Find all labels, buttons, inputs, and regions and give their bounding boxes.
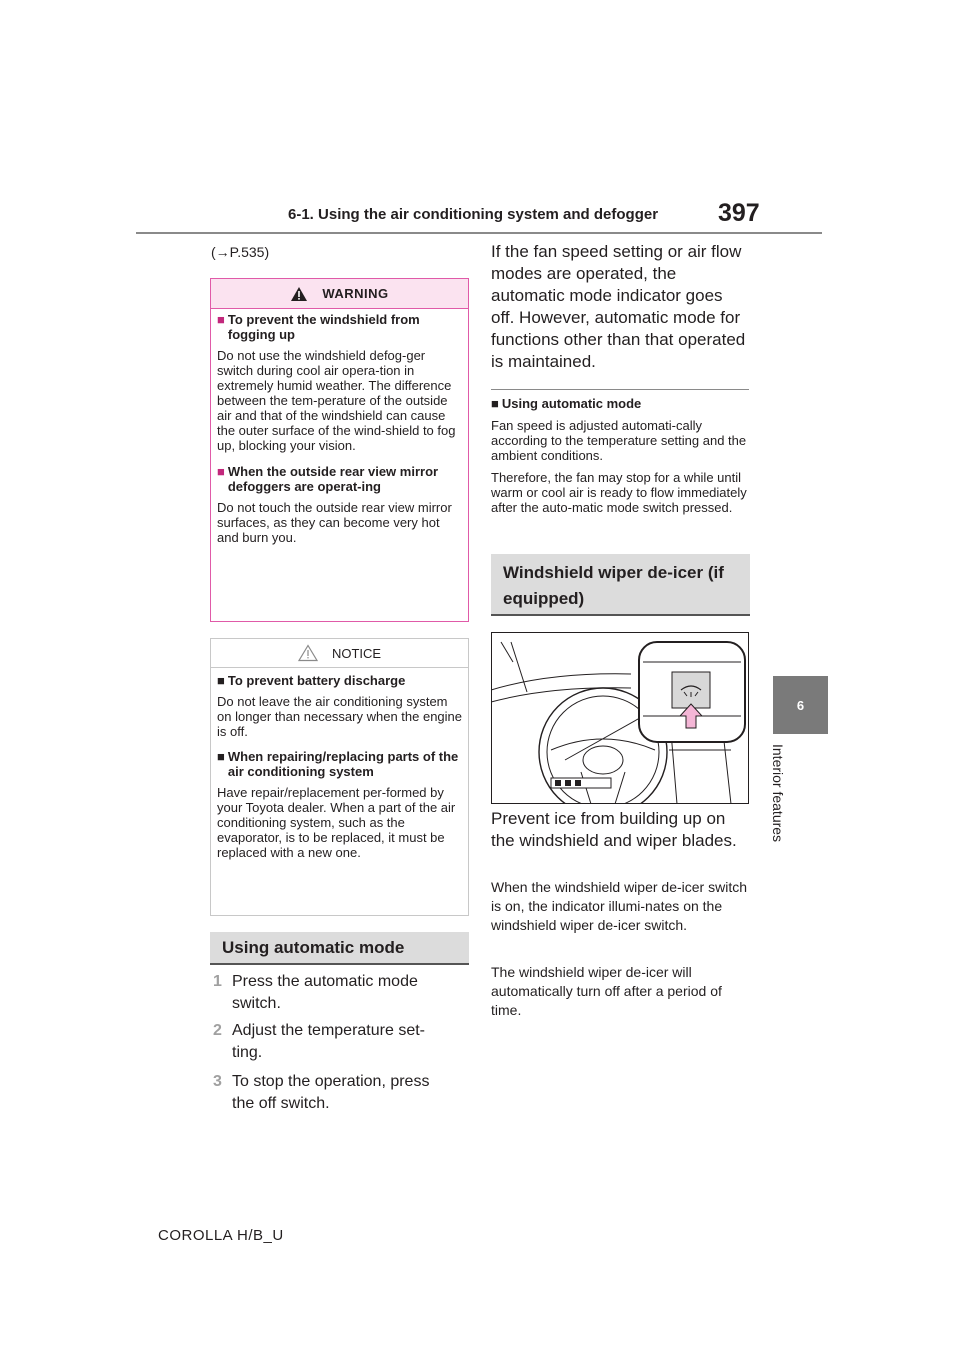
chapter-label-container: Interior features [768,744,792,868]
warning-box: WARNING ■To prevent the windshield from … [210,278,469,622]
auto-mode-note: If the fan speed setting or air flow mod… [491,242,746,371]
notice-subheading: ■To prevent battery discharge [217,673,406,688]
notice-subheading: ■When repairing/replacing parts of the a… [217,749,459,779]
step-number: 2 [213,1022,222,1039]
warning-text: Do not touch the outside rear view mirro… [217,500,452,545]
warning-subheading: ■To prevent the windshield from fogging … [217,312,420,342]
warning-icon [290,286,308,302]
square-bullet-icon: ■ [491,396,499,411]
notice-box: NOTICE ■To prevent battery discharge Do … [210,638,469,916]
dashboard-illustration [490,632,749,817]
chapter-tab: 6 [773,676,828,734]
warning-text: Do not use the windshield defog-ger swit… [217,348,456,453]
square-bullet-icon: ■ [217,312,225,327]
notice-header: NOTICE [211,639,468,668]
page-number: 397 [718,199,760,227]
step-number: 3 [213,1073,222,1090]
step-number: 1 [213,973,222,990]
warning-subheading: ■When the outside rear view mirror defog… [217,464,439,494]
section-heading-wiper-deicer: Windshield wiper de-icer (if equipped) [491,554,750,616]
caution-icon [297,644,318,662]
notice-title: NOTICE [331,645,382,661]
step-item: 1 Press the automatic mode switch. [213,971,463,1015]
header-divider [136,232,822,234]
notice-text: Do not leave the air conditioning system… [217,694,463,739]
chapter-number: 6 [796,697,805,713]
square-bullet-icon: ■ [217,464,225,479]
info-text: Fan speed is adjusted automati-cally acc… [491,418,747,463]
divider [491,389,749,390]
square-bullet-icon: ■ [217,673,225,688]
notice-text: Have repair/replacement per-formed by yo… [217,785,456,860]
info-text: Therefore, the fan may stop for a while … [491,470,747,515]
warning-title: WARNING [322,286,389,301]
footer-model: COROLLA H/B_U [158,1227,284,1244]
square-bullet-icon: ■ [217,749,225,764]
wiper-intro: Prevent ice from building up on the wind… [491,809,737,850]
step-item: 2 Adjust the temperature set-ting. [213,1020,463,1064]
step-text: Adjust the temperature set-ting. [232,1022,425,1061]
info-subheading: ■Using automatic mode [491,396,642,411]
step-text: Press the automatic mode switch. [232,973,418,1012]
wiper-text: When the windshield wiper de-icer switch… [491,879,747,933]
section-title: 6-1. Using the air conditioning system a… [288,206,659,223]
step-item: 3 To stop the operation, press the off s… [213,1071,463,1115]
warning-header: WARNING [211,279,468,309]
auto-mode-info: ■Using automatic mode Fan speed is adjus… [491,396,749,515]
step-text: To stop the operation, press the off swi… [232,1073,430,1112]
page-reference: (→P.535) [211,244,270,260]
wiper-text: The windshield wiper de-icer will automa… [491,964,722,1018]
section-heading-automatic-mode: Using automatic mode [210,932,469,965]
chapter-label: Interior features [770,744,786,843]
